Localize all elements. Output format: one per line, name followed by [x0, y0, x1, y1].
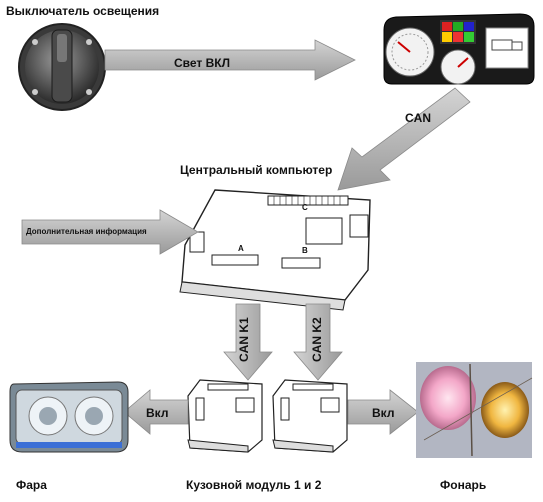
arrow-switch-to-dashboard: [104, 39, 356, 81]
switch-title: Выключатель освещения: [6, 4, 160, 18]
on-label-left: Вкл: [146, 406, 169, 420]
arrow-additional-info: [21, 209, 199, 255]
lamp-icon: [416, 362, 533, 458]
body-module-1-icon: [187, 379, 263, 453]
central-computer-title: Центральный компьютер: [180, 163, 333, 177]
arrow-module-to-headlight: [123, 389, 189, 435]
additional-info-label: Дополнительная информация: [26, 227, 147, 236]
light-on-label: Свет ВКЛ: [174, 56, 231, 70]
headlight-label: Фара: [16, 478, 47, 492]
body-module-label: Кузовной модуль 1 и 2: [186, 478, 322, 492]
arrow-can-dashboard-to-computer: [337, 87, 471, 191]
arrow-can-k2: [293, 303, 343, 381]
light-switch-icon: [18, 23, 106, 111]
arrow-module-to-lamp: [347, 389, 419, 435]
lamp-label: Фонарь: [440, 478, 487, 492]
headlight-icon: [9, 381, 129, 453]
port-c-label: C: [302, 203, 308, 212]
dashboard-icon: [383, 13, 535, 85]
port-a-label: A: [238, 244, 244, 253]
on-label-right: Вкл: [372, 406, 395, 420]
can-k1-label: CAN K1: [237, 317, 251, 362]
body-module-2-icon: [272, 379, 348, 453]
can-k2-label: CAN K2: [310, 317, 324, 362]
can-label: CAN: [405, 111, 431, 125]
arrow-can-k1: [223, 303, 273, 381]
central-computer-icon: [179, 189, 371, 311]
port-b-label: B: [302, 246, 308, 255]
